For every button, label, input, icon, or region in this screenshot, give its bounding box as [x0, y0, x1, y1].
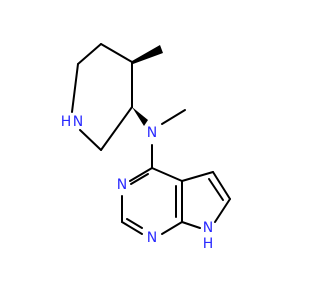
bond-c2-n1 — [121, 221, 143, 235]
bond-c5-c6 — [212, 171, 231, 200]
atom-pyrimidine-n1: N — [147, 230, 157, 246]
bond-c4-n3-double — [130, 173, 149, 185]
bond-c2-c3 — [100, 106, 133, 151]
atom-pyrrole-h: H — [203, 236, 214, 252]
bond-c4a-c5 — [181, 171, 214, 182]
atom-pyrimidine-n3: N — [117, 177, 127, 193]
atom-piperidine-n: H — [61, 114, 72, 130]
bond-c6-n1 — [71, 63, 79, 113]
pyrrole-ring — [181, 171, 231, 229]
piperidine-ring — [71, 43, 133, 151]
bond-c5-c6 — [77, 43, 102, 65]
bond-c4a-c4 — [151, 167, 183, 182]
bond-n1-c7a — [161, 221, 183, 235]
atom-piperidine-nh: N — [73, 114, 83, 130]
pyrimidine-ring — [121, 167, 183, 235]
atom-amine-n: N — [147, 125, 157, 141]
bond-n7-c7a — [181, 221, 201, 229]
atom-pyrrole-nh: N — [203, 220, 213, 236]
structure-diagram: H N N N N N H — [61, 43, 231, 252]
wedge-bond-amine — [132, 107, 148, 126]
bond-c4-c5 — [100, 43, 133, 63]
wedge-bond-methyl-body — [132, 45, 163, 64]
bond-n-methyl — [161, 109, 186, 125]
bond-n1-c2 — [79, 129, 102, 151]
bond-c6-n7 — [214, 198, 231, 223]
bond-c2-n1-double — [126, 218, 143, 229]
bond-c5-c6-double — [208, 178, 224, 201]
bond-c4-n3 — [129, 167, 153, 182]
